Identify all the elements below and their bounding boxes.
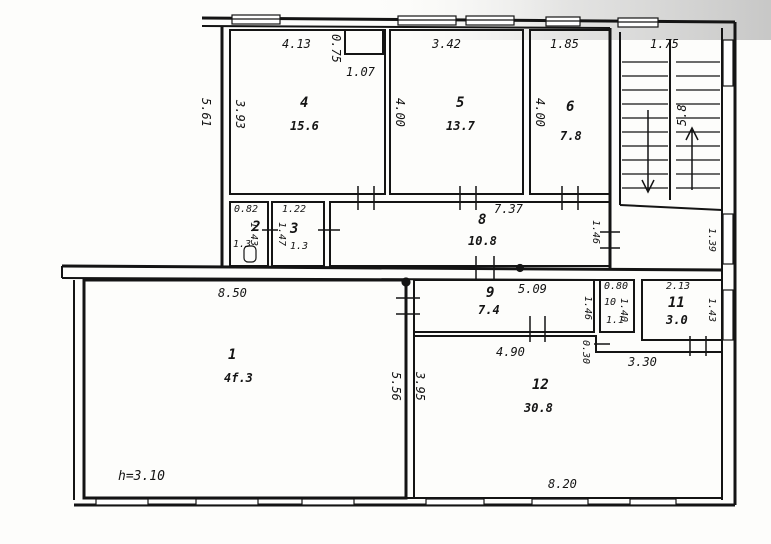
- windows: [95, 14, 734, 506]
- room-1-area: 4f.3: [224, 371, 253, 385]
- room-10-number: 10: [604, 297, 617, 308]
- room-8-area: 10.8: [468, 234, 497, 248]
- dim-1-22: 1.22: [282, 204, 307, 215]
- room-10-area: 1.1: [606, 315, 625, 326]
- dim-1-39: 1.39: [706, 228, 717, 253]
- room-6-area: 7.8: [560, 129, 582, 143]
- dim-7-37: 7.37: [494, 202, 523, 216]
- dim-3-42: 3.42: [432, 37, 461, 51]
- dim-3-93: 3.93: [233, 100, 247, 129]
- dim-1-46b: 1.46: [582, 296, 593, 321]
- dim-5-61: 5.61: [199, 98, 213, 127]
- room-9-area: 7.4: [478, 303, 500, 317]
- room-12-area: 30.8: [524, 401, 553, 415]
- dim-1-43b: 1.43: [706, 298, 717, 323]
- dim-4-00b: 4.00: [533, 98, 547, 127]
- room-2-number: 2: [252, 219, 261, 235]
- room-6-number: 6: [566, 99, 575, 115]
- dim-4-90: 4.90: [496, 345, 525, 359]
- dim-0-30: 0.30: [580, 340, 591, 365]
- room-8-number: 8: [478, 212, 487, 228]
- dim-4-13: 4.13: [282, 37, 311, 51]
- dim-0-82: 0.82: [234, 204, 259, 215]
- dim-8-50: 8.50: [218, 286, 247, 300]
- room-11-number: 11: [668, 295, 685, 311]
- room-3-area: 1.3: [290, 241, 309, 252]
- dim-0-75: 0.75: [329, 34, 343, 63]
- dim-1-85: 1.85: [550, 37, 579, 51]
- room-11-area: 3.0: [666, 313, 688, 327]
- dim-1-75: 1.75: [650, 37, 679, 51]
- dim-1-43: 1.43: [248, 222, 259, 247]
- room-5-area: 13.7: [446, 119, 475, 133]
- room-3-number: 3: [290, 221, 299, 237]
- fixtures: [243, 245, 525, 287]
- dim-5-56: 5.56: [389, 372, 403, 401]
- room-12-number: 12: [532, 377, 549, 393]
- staircase: [622, 40, 720, 200]
- room-5-number: 5: [456, 95, 465, 111]
- room-2-area: 1.3: [233, 239, 252, 250]
- dim-1-47: 1.47: [276, 222, 287, 247]
- dim-2-13: 2.13: [666, 281, 691, 292]
- room-4-area: 15.6: [290, 119, 319, 133]
- dim-4-00a: 4.00: [393, 98, 407, 127]
- toilet-fixture: [243, 245, 257, 263]
- height-note: h=3.10: [118, 469, 165, 484]
- dim-3-30: 3.30: [628, 355, 657, 369]
- dim-3-95: 3.95: [413, 372, 427, 401]
- dim-8-20: 8.20: [548, 477, 577, 491]
- riser-dot: [515, 263, 525, 273]
- dim-0-80: 0.80: [604, 281, 629, 292]
- dim-5-8: 5.8: [675, 104, 689, 126]
- room-4-number: 4: [300, 95, 309, 111]
- room-9-number: 9: [486, 285, 495, 301]
- door-marks: [262, 186, 707, 356]
- dim-1-46a: 1.46: [590, 220, 601, 245]
- dim-5-09: 5.09: [518, 282, 547, 296]
- dim-1-40: 1.40: [618, 298, 629, 323]
- room-1-number: 1: [228, 347, 237, 363]
- dim-1-07: 1.07: [346, 65, 375, 79]
- riser-dot: [401, 277, 411, 287]
- walls: [61, 16, 737, 507]
